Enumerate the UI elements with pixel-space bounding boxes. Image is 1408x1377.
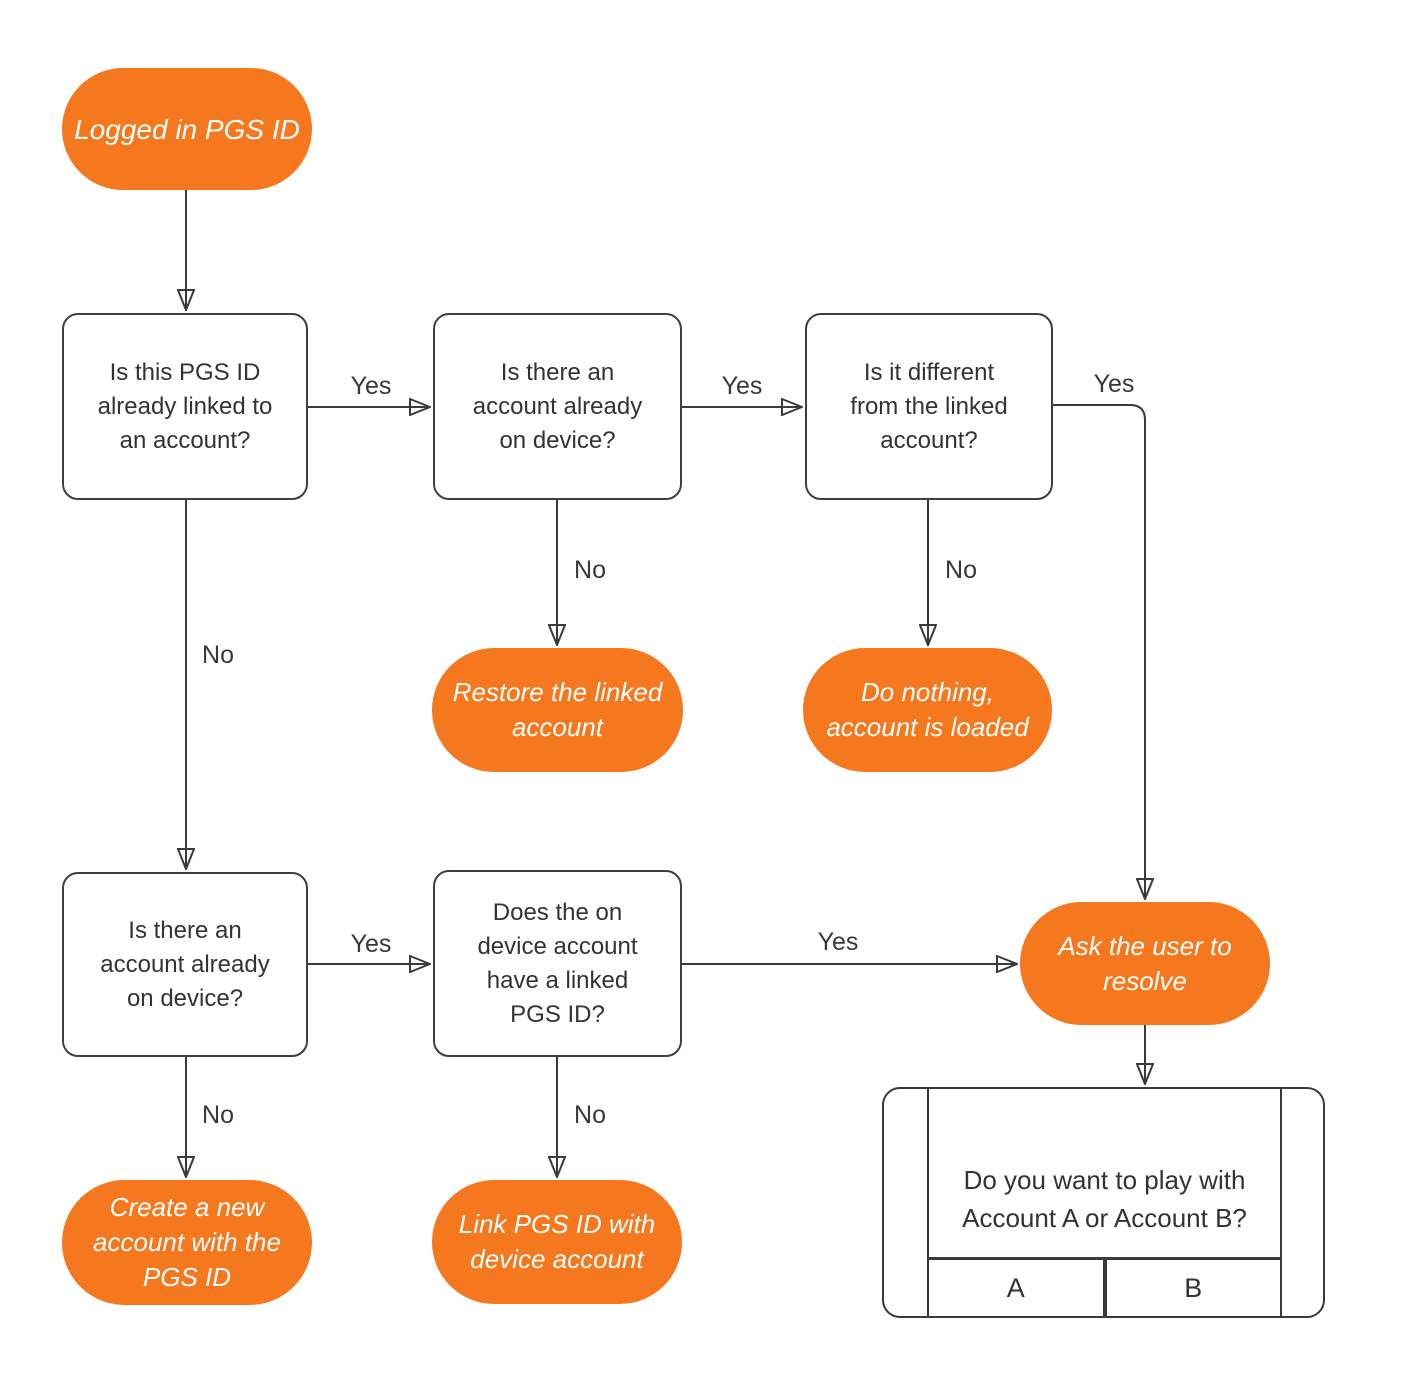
node-label: Create a new account with the PGS ID bbox=[93, 1192, 281, 1292]
edge-label-yes: Yes bbox=[1093, 370, 1135, 398]
edge-label-no: No bbox=[574, 1101, 606, 1129]
dialog-buttons-row: A B bbox=[929, 1260, 1280, 1316]
node-outcome-link-pgs-id: Link PGS ID with device account bbox=[432, 1180, 682, 1304]
node-start-logged-in-pgs-id: Logged in PGS ID bbox=[62, 68, 312, 190]
dialog-divider bbox=[927, 1257, 1282, 1260]
node-label: Link PGS ID with device account bbox=[458, 1209, 656, 1274]
node-label: Is there an account already on device? bbox=[100, 916, 270, 1012]
node-question-account-on-device-bottom: Is there an account already on device? bbox=[62, 872, 308, 1057]
dialog-button-divider bbox=[1102, 1260, 1107, 1316]
edge-label-no: No bbox=[202, 1101, 234, 1129]
node-question-different-from-linked: Is it different from the linked account? bbox=[805, 313, 1053, 500]
dialog-bezel-right-line bbox=[1280, 1089, 1282, 1316]
node-outcome-create-new-account: Create a new account with the PGS ID bbox=[62, 1180, 312, 1305]
node-label: Does the on device account have a linked… bbox=[477, 898, 638, 1028]
edge-label-yes: Yes bbox=[350, 930, 392, 958]
node-outcome-restore-linked-account: Restore the linked account bbox=[432, 648, 683, 772]
dialog-mockup: Do you want to play with Account A or Ac… bbox=[882, 1087, 1325, 1318]
node-outcome-ask-user-to-resolve: Ask the user to resolve bbox=[1020, 902, 1270, 1025]
node-question-account-on-device-top: Is there an account already on device? bbox=[433, 313, 682, 500]
node-question-device-account-has-pgs-id: Does the on device account have a linked… bbox=[433, 870, 682, 1057]
node-label: Is this PGS ID already linked to an acco… bbox=[97, 358, 273, 454]
dialog-bezel-left-line bbox=[927, 1089, 929, 1316]
node-question-pgs-id-linked: Is this PGS ID already linked to an acco… bbox=[62, 313, 308, 500]
node-label: Is it different from the linked account? bbox=[850, 358, 1008, 454]
edge-label-no: No bbox=[574, 556, 606, 584]
edge-label-no: No bbox=[202, 641, 234, 669]
dialog-message-text: Do you want to play with Account A or Ac… bbox=[962, 1165, 1247, 1233]
edge-q-different-yes bbox=[1053, 404, 1145, 899]
edge-label-yes: Yes bbox=[817, 928, 859, 956]
node-label: Ask the user to resolve bbox=[1058, 930, 1232, 996]
node-label: Is there an account already on device? bbox=[472, 358, 643, 454]
node-label: Do nothing, account is loaded bbox=[826, 677, 1029, 742]
edge-label-yes: Yes bbox=[721, 372, 763, 400]
edge-label-no: No bbox=[945, 556, 977, 584]
edge-label-yes: Yes bbox=[350, 372, 392, 400]
dialog-message: Do you want to play with Account A or Ac… bbox=[929, 1089, 1280, 1257]
node-label: Restore the linked account bbox=[452, 677, 663, 742]
node-outcome-do-nothing: Do nothing, account is loaded bbox=[803, 648, 1052, 772]
dialog-button-a: A bbox=[1006, 1272, 1025, 1303]
node-label: Logged in PGS ID bbox=[74, 113, 300, 145]
dialog-button-b: B bbox=[1184, 1272, 1203, 1303]
